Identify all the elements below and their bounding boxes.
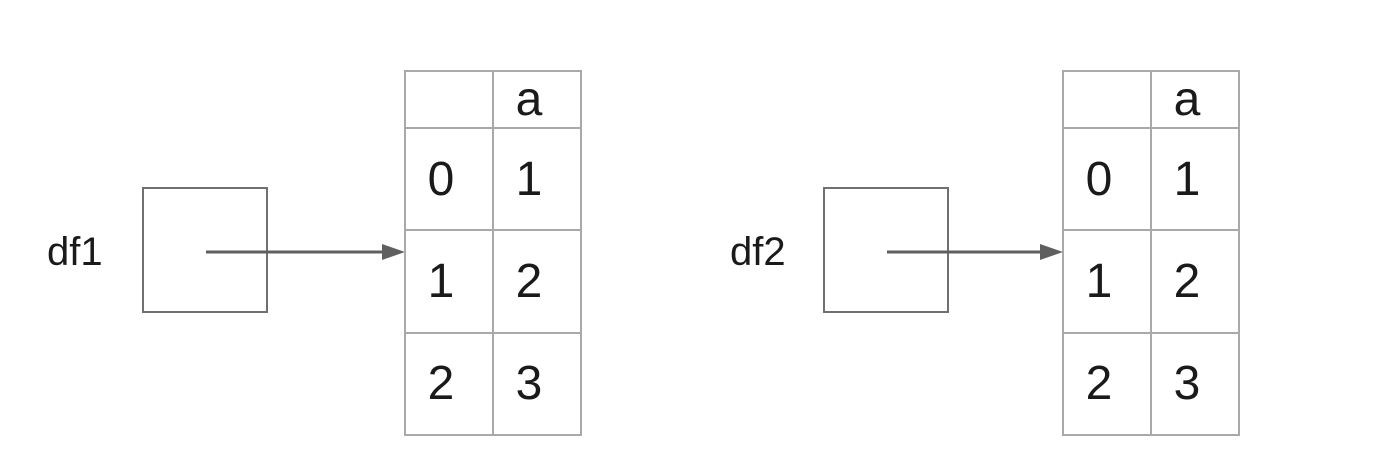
column-header: a [1150, 70, 1240, 129]
index-cell: 0 [1062, 126, 1152, 232]
variable-label-df1: df1 [47, 230, 103, 274]
arrow-icon [887, 244, 1063, 260]
arrow-icon [206, 244, 405, 260]
index-header [404, 70, 494, 129]
reference-box-df1 [142, 187, 268, 313]
value-cell: 2 [1150, 229, 1240, 334]
variable-label-df2: df2 [730, 230, 786, 274]
index-cell: 2 [1062, 331, 1152, 437]
value-cell: 3 [492, 331, 582, 437]
index-cell: 1 [404, 229, 494, 334]
index-cell: 1 [1062, 229, 1152, 334]
index-cell: 0 [404, 126, 494, 232]
value-cell: 1 [1150, 126, 1240, 232]
index-header [1062, 70, 1152, 129]
header-row: a [1062, 70, 1240, 129]
header-row: a [404, 70, 582, 129]
column-header: a [492, 70, 582, 129]
value-cell: 1 [492, 126, 582, 232]
value-cell: 3 [1150, 331, 1240, 437]
reference-box-df2 [823, 187, 949, 313]
index-cell: 2 [404, 331, 494, 437]
value-cell: 2 [492, 229, 582, 334]
